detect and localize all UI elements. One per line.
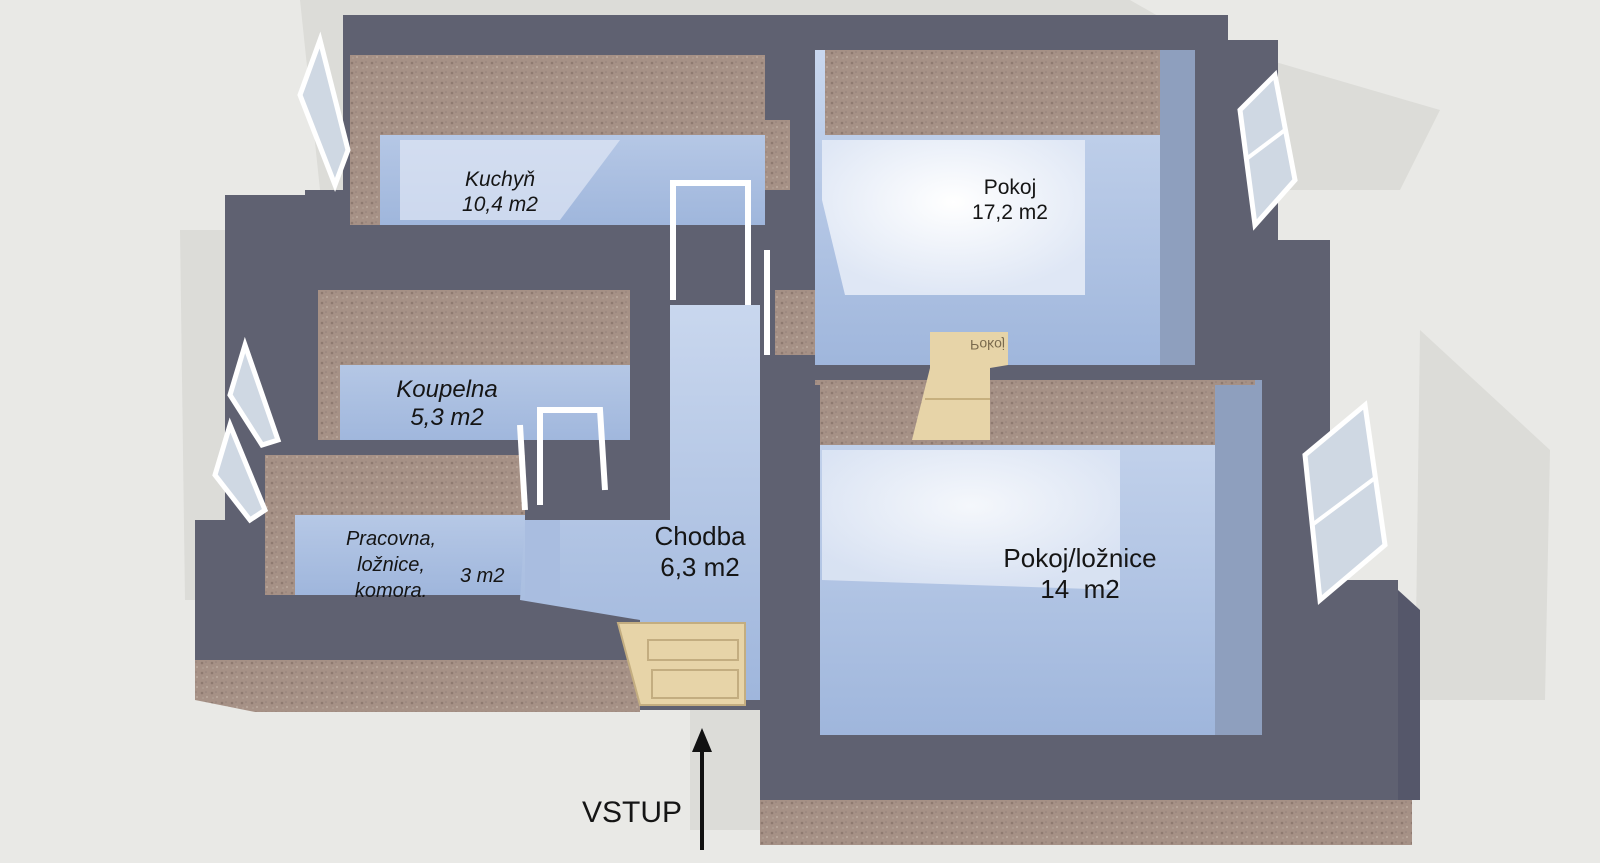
- window-koupelna: [227, 336, 282, 448]
- room-area-koupelna: 5,3 m2: [410, 404, 484, 432]
- door-pokoj[interactable]: Pokoj: [912, 332, 1008, 440]
- room-label-kuchyn: Kuchyň 10,4 m2: [430, 168, 570, 218]
- room-pokoj: [815, 50, 1195, 368]
- room-kuchyn: [350, 55, 765, 225]
- room-name-loznice: Pokoj/ložnice: [1003, 543, 1157, 573]
- entrance-door[interactable]: [616, 622, 746, 706]
- door-sign-pokoj: Pokoj: [970, 337, 1005, 353]
- room-area-chodba: 6,3 m2: [660, 551, 740, 582]
- window-pokoj: [1237, 69, 1298, 231]
- interior-walls: [225, 15, 1330, 800]
- room-loznice: [820, 380, 1262, 735]
- door-frames: [517, 180, 770, 511]
- room-name-pokoj: Pokoj: [983, 176, 1037, 199]
- room-name-chodba: Chodba: [654, 521, 746, 551]
- room-label-loznice: Pokoj/ložnice 14 m2: [980, 543, 1180, 604]
- window-loznice: [1302, 400, 1388, 605]
- window-pracovna: [212, 417, 269, 524]
- window-kuchyn: [297, 31, 351, 193]
- room-label-pokoj: Pokoj 17,2 m2: [935, 176, 1085, 226]
- room-name-pracovna-2: ložnice,: [357, 554, 425, 576]
- room-chodba: [520, 305, 760, 700]
- room-area-kuchyn: 10,4 m2: [462, 192, 538, 216]
- entrance-label: VSTUP: [582, 796, 683, 829]
- room-label-pracovna: Pracovna, ložnice, komora.: [336, 526, 446, 604]
- room-name-kuchyn: Kuchyň: [464, 168, 536, 191]
- room-pracovna: [265, 450, 525, 595]
- room-name-pracovna-1: Pracovna,: [345, 528, 437, 550]
- room-area-pracovna: 3 m2: [460, 565, 505, 587]
- room-koupelna: [318, 258, 630, 445]
- interior-wall-faces: [765, 120, 1255, 385]
- room-label-chodba: Chodba 6,3 m2: [640, 521, 760, 582]
- entrance-arrow: [692, 728, 712, 850]
- room-name-pracovna-3: komora.: [354, 580, 428, 602]
- room-area-pokoj: 17,2 m2: [972, 200, 1048, 224]
- room-area-loznice: 14 m2: [1040, 573, 1120, 604]
- room-name-koupelna: Koupelna: [396, 376, 498, 403]
- room-label-koupelna: Koupelna 5,3 m2: [372, 376, 522, 433]
